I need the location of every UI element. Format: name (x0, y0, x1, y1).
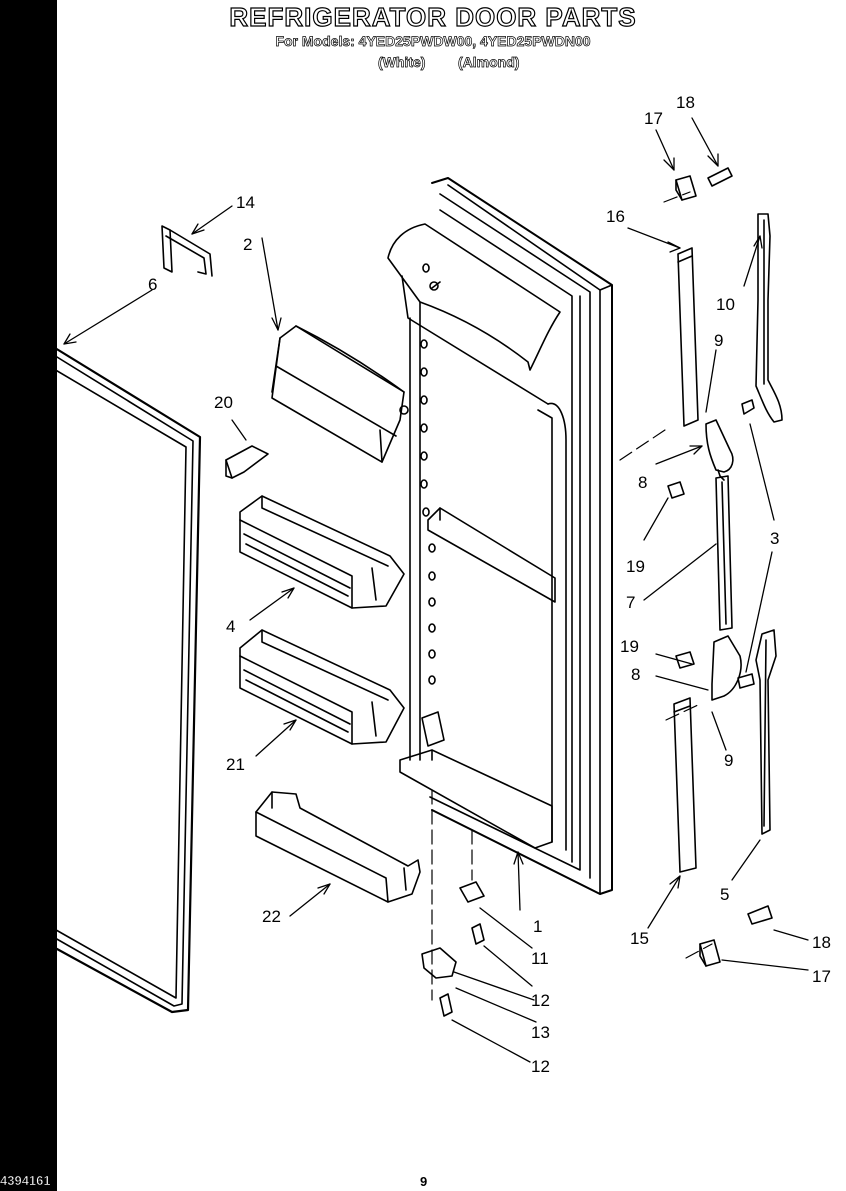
callout-13: 13 (531, 1023, 550, 1042)
callout-19b: 19 (620, 637, 639, 656)
callout-9a: 9 (714, 331, 723, 350)
callout-3: 3 (770, 529, 779, 548)
callout-20: 20 (214, 393, 233, 412)
lower-hinge-parts (421, 881, 485, 1017)
callout-10: 10 (716, 295, 735, 314)
bin-bracket (161, 225, 213, 277)
callout-12b: 12 (531, 1057, 550, 1076)
callout-19a: 19 (626, 557, 645, 576)
document-id: 4394161 (0, 1173, 51, 1189)
callout-1: 1 (533, 917, 542, 936)
door-gasket (24, 338, 202, 1014)
callout-18b: 18 (812, 933, 831, 952)
cover-clip (225, 445, 269, 479)
page-title: REFRIGERATOR DOOR PARTS (229, 1, 637, 32)
refrigerator-door (387, 177, 613, 895)
callout-14: 14 (236, 193, 255, 212)
dairy-compartment-door (271, 325, 409, 463)
callout-12a: 12 (531, 991, 550, 1010)
handle-trim-upper (677, 247, 699, 427)
callout-labels: 1 2 3 4 5 6 7 8 8 9 9 10 11 12 12 13 14 … (148, 93, 831, 1076)
door-bin-lower (239, 629, 405, 745)
color-almond-label: (Almond) (458, 54, 520, 71)
callout-16: 16 (606, 207, 625, 226)
handle-bracket-lower (711, 635, 755, 701)
callout-9b: 9 (724, 751, 733, 770)
handle-bracket-upper (705, 399, 755, 481)
callout-8a: 8 (638, 473, 647, 492)
callout-4: 4 (226, 617, 235, 636)
door-handle-lower (755, 629, 777, 835)
door-bin-upper (239, 495, 405, 609)
callout-17b: 17 (812, 967, 831, 986)
handle-insert (715, 475, 733, 631)
handle-screws (667, 481, 695, 669)
callout-18a: 18 (676, 93, 695, 112)
callout-15: 15 (630, 929, 649, 948)
leader-arrows (63, 117, 809, 1063)
handle-trim-lower (673, 697, 697, 873)
callout-8b: 8 (631, 665, 640, 684)
callout-6: 6 (148, 275, 157, 294)
page-number: 9 (420, 1174, 428, 1189)
handle-endcap-top (675, 167, 733, 201)
callout-2: 2 (243, 235, 252, 254)
callout-21: 21 (226, 755, 245, 774)
color-white-label: (White) (378, 54, 426, 71)
door-handle-upper (755, 213, 783, 423)
callout-11: 11 (531, 949, 549, 968)
handle-endcap-bottom (699, 905, 773, 967)
callout-22: 22 (262, 907, 281, 926)
callout-5: 5 (720, 885, 729, 904)
callout-17a: 17 (644, 109, 663, 128)
left-scan-band (0, 0, 57, 1191)
callout-7: 7 (626, 593, 635, 612)
hinge-axis-lines (431, 191, 713, 1001)
models-line: For Models: 4YED25PWDW00, 4YED25PWDN00 (275, 33, 591, 50)
door-shelf-bar (255, 791, 421, 903)
